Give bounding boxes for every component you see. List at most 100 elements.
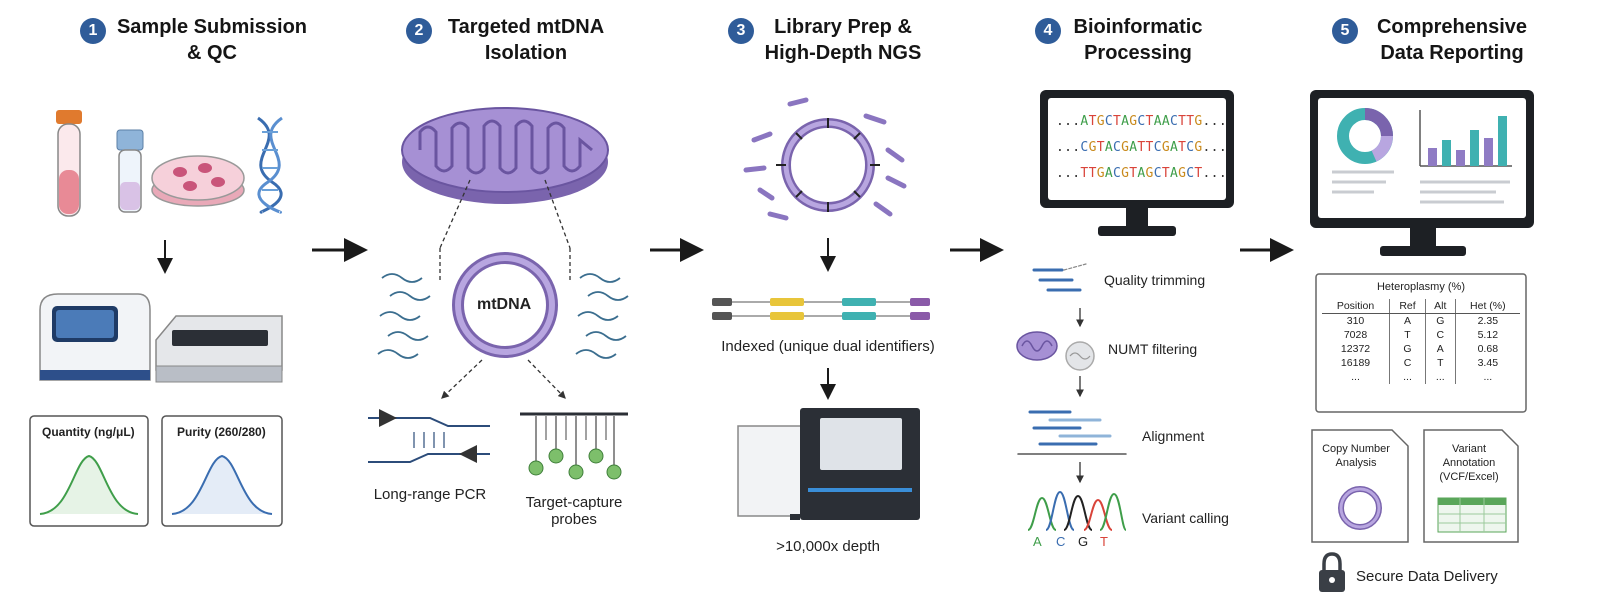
sequence-base: G [1161,140,1170,155]
table-cell: 12372 [1340,343,1371,355]
table-cell: ... [1454,370,1520,384]
long-range-pcr-label: Long-range PCR [373,486,487,503]
sequence-base: T [1080,166,1089,181]
alignment-label: Alignment [1142,428,1205,444]
quality-trimming-label: Quality trimming [1104,272,1206,288]
sequence-base: . [1218,140,1227,155]
table-row: 310 A G 2.35 [1322,313,1520,328]
sequence-base: T [1088,166,1097,181]
sequence-base: A [1153,114,1162,129]
plate-reader-icon [155,315,283,383]
long-range-pcr-icon [368,409,490,463]
nuclear-dna-fragments-right [575,273,629,359]
numt-filtering-label: NUMT filtering [1108,341,1198,357]
sequence-base: . [1072,140,1081,155]
quality-trimming-icon [1032,263,1087,292]
variant-annotation-line2: Annotation [1442,457,1496,469]
table-row: 7028 T C 5.12 [1322,328,1520,342]
sequence-base: T [1112,114,1122,129]
table-cell: ... [1389,370,1426,384]
table-cell: 2.35 [1454,313,1520,328]
zoom-line-left [439,179,471,249]
base-t: T [1100,534,1108,549]
sequence-base: T [1137,140,1146,155]
variant-calling-label: Variant calling [1142,510,1229,526]
sequence-base: C [1112,140,1122,155]
purity-curve [171,454,273,515]
sequence-base: A [1161,114,1170,129]
sequence-base: A [1169,166,1179,181]
sequence-base: G [1194,140,1203,155]
capture-probes-label: Target-capture probes [510,494,638,528]
table-cell: A [1389,313,1426,328]
chromatogram-icon [1027,490,1127,531]
purity-label: Purity (260/280) [177,425,266,439]
mtdna-label: mtDNA [477,296,532,313]
sequence-base: . [1072,166,1081,181]
spreadsheet-icon [1437,497,1507,533]
sequence-base: G [1121,140,1130,155]
table-cell: 310 [1346,315,1365,327]
capture-probes-line1: Target-capture [525,494,623,511]
table-cell: 3.45 [1454,356,1520,370]
sequence-base: T [1194,166,1203,181]
step-5-badge: 5 [1332,18,1358,44]
table-header-row: Position Ref Alt Het (%) [1322,299,1520,314]
quantity-label: Quantity (ng/μL) [42,425,135,439]
sequence-base: G [1096,114,1105,129]
heteroplasmy-table-title: Heteroplasmy (%) [1376,281,1466,293]
step-3-badge: 3 [728,18,754,44]
step-4-badge: 4 [1035,18,1061,44]
step-4-title-line1: Bioinformatic [1073,16,1203,38]
copy-number-line2: Analysis [1335,457,1377,469]
table-cell: 7028 [1343,329,1368,341]
base-g: G [1078,534,1089,549]
column-header: Het (%) [1454,299,1520,314]
table-cell: A [1424,342,1456,356]
sequence-base: C [1186,140,1195,155]
sequence-base: G [1178,166,1187,181]
bar-chart-icon [1419,110,1512,167]
sequence-base: T [1145,114,1154,129]
sequence-base: . [1210,140,1219,155]
step-2-title: Targeted mtDNA Isolation [436,14,616,66]
petri-dish-icon [151,155,245,207]
spectrophotometer-icon [39,293,151,381]
sequence-base: . [1064,114,1073,129]
table-cell: G [1424,313,1456,328]
probe-branch-arrow [527,359,566,399]
donut-chart-icon [1337,108,1393,164]
table-cell: 16189 [1340,357,1371,369]
sequence-base: A [1121,114,1130,129]
step-3-title: Library Prep & High-Depth NGS [758,14,928,66]
step-1-title-line2: & QC [187,42,237,64]
dna-helix-icon [257,116,283,214]
copy-number-label: Copy Number Analysis [1316,442,1396,470]
zoom-line-right [544,179,571,249]
copy-number-ring-highlight [1339,487,1381,529]
sequence-base: . [1202,114,1211,129]
sequence-base: T [1186,114,1195,129]
step-2-badge: 2 [406,18,432,44]
sequence-base: . [1056,166,1065,181]
secure-delivery-label: Secure Data Delivery [1356,568,1498,585]
table-cell: 5.12 [1454,328,1520,342]
sequence-base: T [1178,140,1187,155]
fragmented-mtdna-ring [743,97,907,221]
sequence-base: . [1056,114,1065,129]
alignment-icon [1017,410,1127,455]
sequence-base: T [1161,166,1170,181]
variant-annotation-line3: (VCF/Excel) [1439,471,1499,483]
sequence-line-3: ...TTGACGTAGCTAGCT... [1056,166,1227,181]
pcr-branch-arrow [441,359,483,399]
sequence-base: . [1202,166,1211,181]
sequence-base: C [1137,114,1146,129]
sequence-base: G [1088,140,1097,155]
sequence-base: A [1169,140,1179,155]
sequence-base: G [1145,166,1154,181]
sequence-base: A [1104,140,1113,155]
variant-annotation-label: Variant Annotation (VCF/Excel) [1426,442,1512,484]
table-cell: C [1424,328,1456,342]
blood-tube-icon [56,110,82,217]
step-5-title-line1: Comprehensive [1376,16,1528,38]
